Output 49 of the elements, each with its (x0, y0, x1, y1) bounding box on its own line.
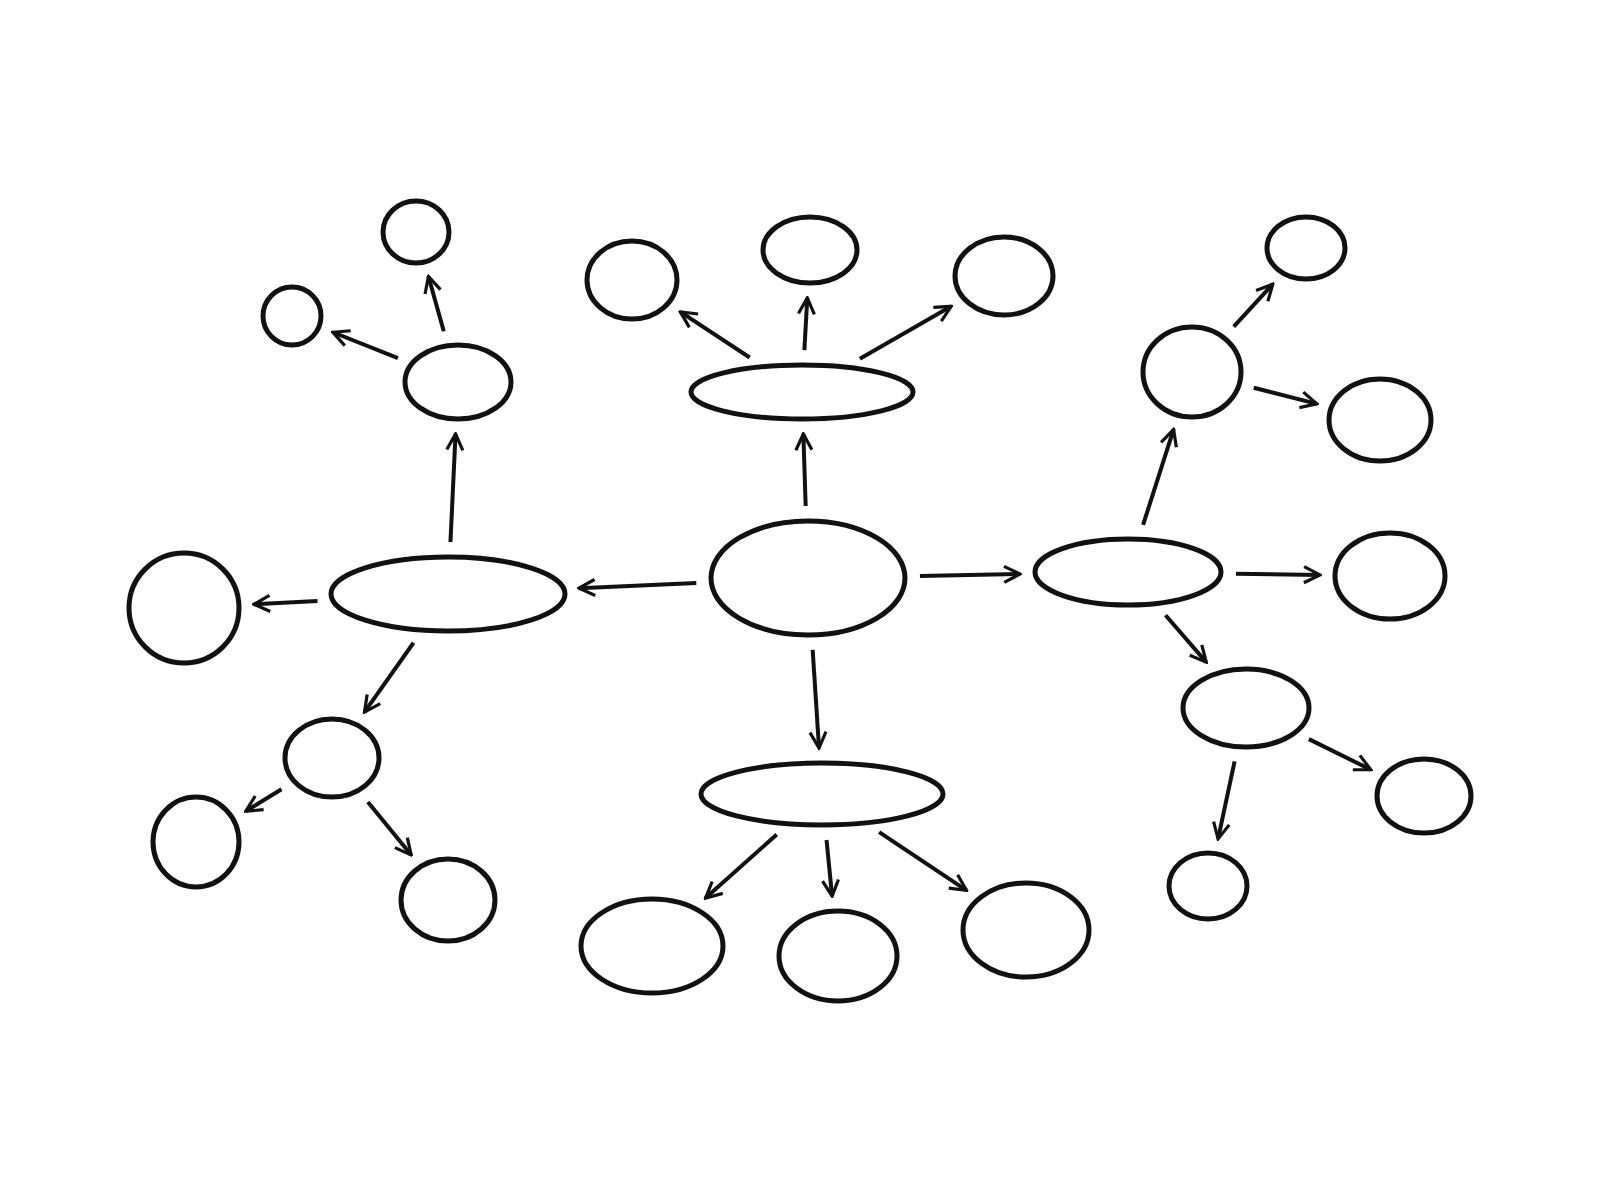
arrow (1164, 614, 1208, 664)
empty-ellipse (698, 760, 946, 828)
empty-ellipse (1166, 850, 1250, 922)
empty-ellipse (688, 362, 916, 422)
empty-ellipse (398, 856, 498, 944)
arrow (1253, 385, 1319, 410)
arrow (796, 296, 816, 351)
empty-ellipse (1032, 536, 1224, 608)
empty-ellipse (952, 234, 1056, 318)
arrow (1141, 427, 1178, 526)
empty-ellipse (960, 880, 1092, 980)
empty-ellipse (1140, 324, 1244, 420)
empty-ellipse (328, 554, 568, 634)
empty-ellipse (1326, 376, 1434, 464)
arrow (1232, 282, 1275, 328)
arrow (252, 593, 318, 614)
empty-ellipse (708, 518, 908, 638)
empty-ellipse (1332, 530, 1448, 622)
arrow (362, 641, 416, 714)
empty-ellipse (1180, 666, 1312, 750)
empty-ellipse (1374, 756, 1474, 836)
arrow (808, 649, 828, 750)
empty-ellipse (760, 214, 860, 286)
empty-ellipse (126, 550, 242, 666)
arrow (858, 304, 953, 361)
empty-ellipse (1264, 214, 1348, 282)
arrow (577, 577, 697, 598)
arrow (331, 329, 399, 360)
arrow (703, 833, 779, 900)
empty-ellipse (402, 342, 514, 422)
empty-ellipse (776, 908, 900, 1004)
arrow (1212, 760, 1237, 841)
empty-ellipse (584, 238, 680, 322)
arrow (244, 787, 283, 813)
arrow (423, 274, 446, 332)
arrow (1308, 737, 1373, 772)
arrow (678, 310, 751, 360)
empty-ellipse (578, 896, 726, 996)
empty-ellipse (380, 198, 452, 266)
empty-ellipse (260, 284, 324, 348)
empty-ellipse (150, 794, 242, 890)
empty-ellipse (282, 716, 382, 800)
arrow (878, 830, 969, 892)
arrow (820, 839, 841, 898)
arrow (919, 564, 1022, 584)
arrow (445, 432, 465, 543)
arrow (1235, 565, 1322, 585)
arrow (794, 432, 814, 507)
arrow (366, 800, 413, 857)
